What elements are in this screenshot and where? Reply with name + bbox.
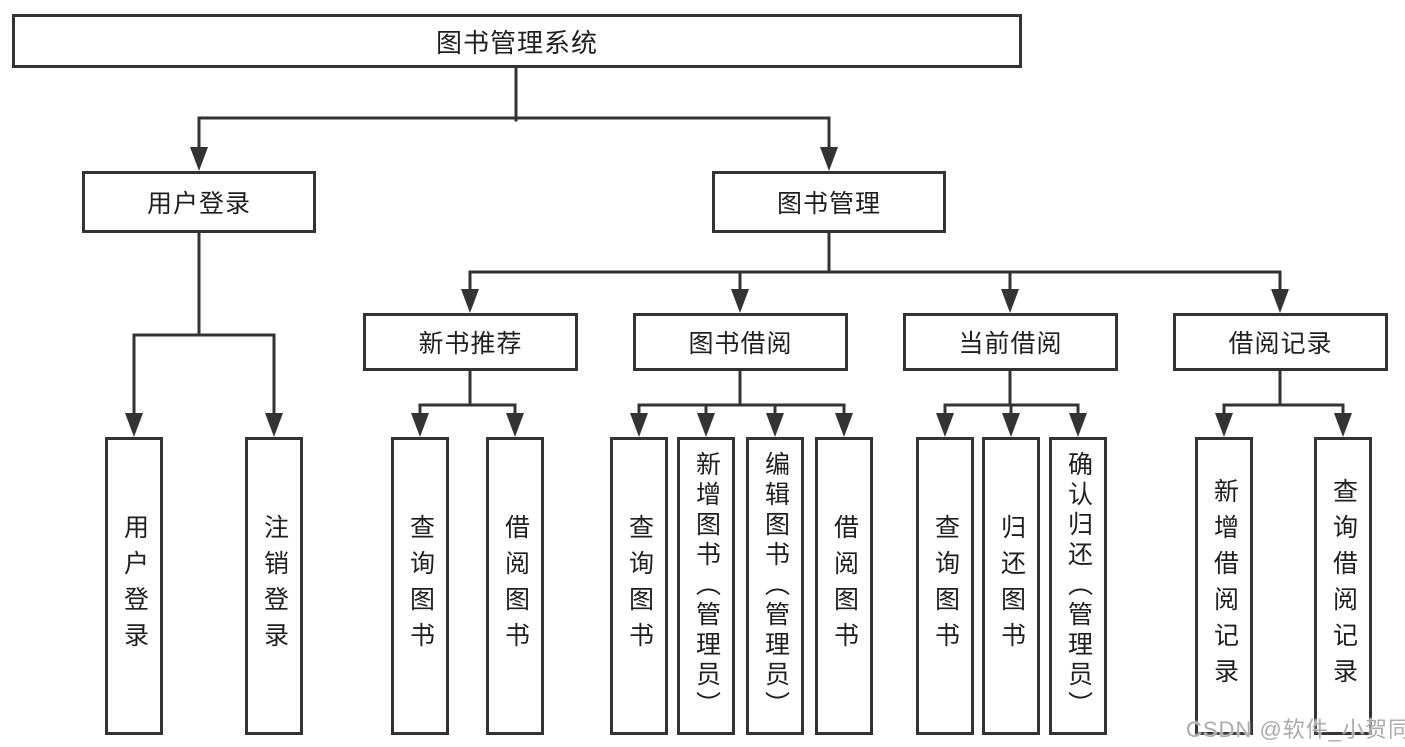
node-leaf-borrow-books-2: 借阅图书 xyxy=(815,437,873,735)
node-current-borrow: 当前借阅 xyxy=(903,313,1118,371)
csdn-watermark: CSDN @软件_小贺同学 xyxy=(1186,717,1405,742)
node-leaf-query-books-2: 查询图书 xyxy=(610,437,668,735)
node-leaf-add-books-admin: 新增图书（管理员） xyxy=(677,437,735,735)
node-new-book-recommend: 新书推荐 xyxy=(363,313,578,371)
node-label: 借阅记录 xyxy=(1228,330,1333,358)
node-leaf-query-borrow-record: 查询借阅记录 xyxy=(1314,437,1372,735)
node-leaf-return-books: 归还图书 xyxy=(982,437,1040,735)
connector-userlogin-to-children xyxy=(125,231,283,437)
node-label: 新增图书（管理员） xyxy=(692,451,721,721)
node-leaf-logout: 注销登录 xyxy=(245,437,303,735)
node-library-system: 图书管理系统 xyxy=(12,14,1022,68)
node-label: 新增借阅记录 xyxy=(1210,478,1239,694)
node-leaf-user-login: 用户登录 xyxy=(105,437,163,735)
node-user-login: 用户登录 xyxy=(82,171,316,233)
node-leaf-query-books-1: 查询图书 xyxy=(391,437,449,735)
connector-root-to-level2 xyxy=(190,66,838,171)
node-label: 借阅图书 xyxy=(830,514,859,658)
node-label: 查询图书 xyxy=(406,514,435,658)
node-label: 借阅图书 xyxy=(501,514,530,658)
connector-bookmgmt-to-level3 xyxy=(461,231,1289,313)
node-label: 新书推荐 xyxy=(418,330,523,358)
node-label: 图书管理 xyxy=(776,190,881,218)
node-leaf-query-books-3: 查询图书 xyxy=(916,437,974,735)
node-borrow-records: 借阅记录 xyxy=(1173,313,1388,371)
node-label: 编辑图书（管理员） xyxy=(761,451,790,721)
node-label: 用户登录 xyxy=(120,514,149,658)
connector-newbooks-to-children xyxy=(411,369,524,437)
node-label: 图书借阅 xyxy=(688,330,793,358)
node-label: 查询图书 xyxy=(931,514,960,658)
node-label: 查询图书 xyxy=(625,514,654,658)
node-label: 当前借阅 xyxy=(958,330,1063,358)
node-label: 归还图书 xyxy=(997,514,1026,658)
node-label: 用户登录 xyxy=(146,190,251,218)
connector-records-to-children xyxy=(1215,369,1352,437)
node-label: 查询借阅记录 xyxy=(1329,478,1358,694)
connector-current-to-children xyxy=(936,369,1087,437)
connector-borrow-to-children xyxy=(630,369,853,437)
node-label: 图书管理系统 xyxy=(435,27,598,58)
node-leaf-borrow-books-1: 借阅图书 xyxy=(486,437,544,735)
node-leaf-add-borrow-record: 新增借阅记录 xyxy=(1195,437,1253,735)
node-book-borrow: 图书借阅 xyxy=(633,313,848,371)
node-label: 确认归还（管理员） xyxy=(1064,451,1093,721)
node-book-management: 图书管理 xyxy=(712,171,946,233)
node-leaf-confirm-return-admin: 确认归还（管理员） xyxy=(1049,437,1107,735)
node-leaf-edit-books-admin: 编辑图书（管理员） xyxy=(746,437,804,735)
node-label: 注销登录 xyxy=(260,514,289,658)
